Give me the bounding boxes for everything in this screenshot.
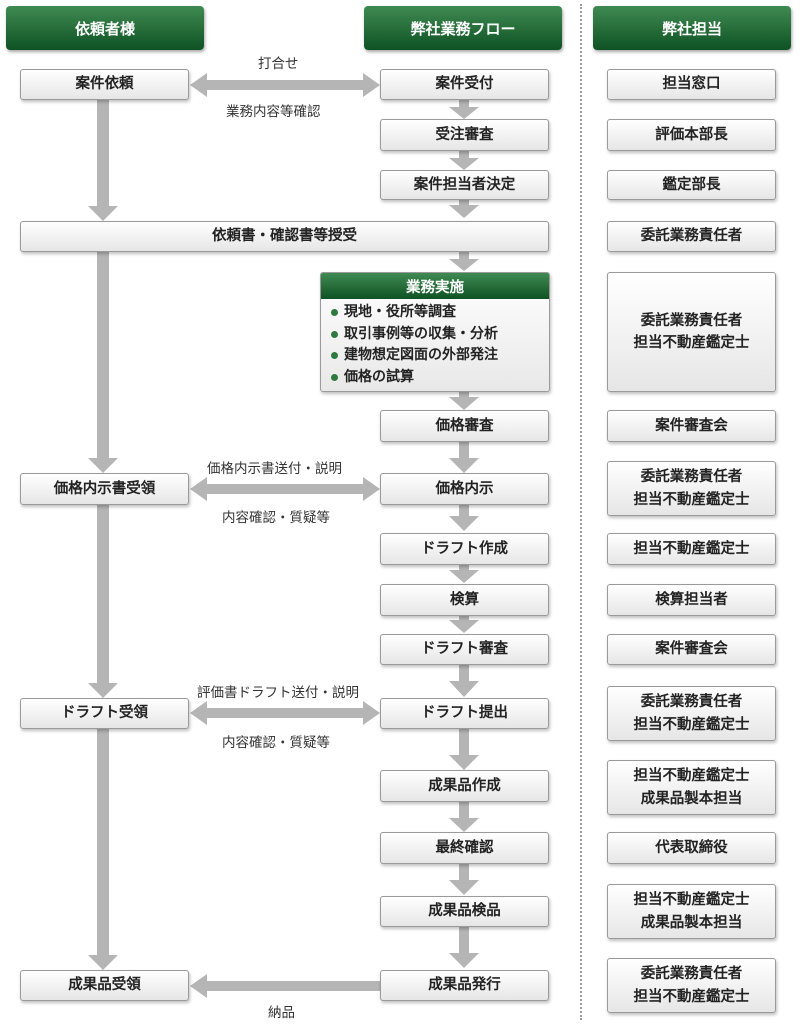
- label-meeting: 打合せ: [258, 56, 299, 72]
- label-confirm-business: 業務内容等確認: [226, 104, 321, 120]
- staff-role-line: 委託業務責任者: [640, 469, 743, 486]
- staff-role-contract-manager: 委託業務責任者: [607, 221, 776, 252]
- staff-role-price-indication: 委託業務責任者 担当不動産鑑定士: [607, 461, 776, 516]
- implementation-list: 現地・役所等調査 取引事例等の収集・分析 建物想定図面の外部発注 価格の試算: [321, 302, 549, 388]
- column-divider: [580, 4, 582, 1020]
- double-arrow-meeting: [190, 73, 380, 97]
- staff-role-line: 担当不動産鑑定士: [633, 335, 750, 351]
- double-arrow-draft: [190, 701, 380, 725]
- label-delivery: 納品: [268, 1005, 295, 1021]
- implementation-item-text: 現地・役所等調査: [344, 304, 456, 320]
- staff-role-product-issue: 委託業務責任者 担当不動産鑑定士: [607, 958, 776, 1013]
- staff-role-line: 担当不動産鑑定士: [633, 768, 750, 785]
- client-step-request: 案件依頼: [20, 69, 189, 100]
- flow-step-price-review: 価格審査: [380, 410, 549, 442]
- client-step-documents: 依頼書・確認書等授受: [20, 221, 549, 252]
- arrow-client-1: [97, 100, 109, 208]
- client-step-draft-receipt: ドラフト受領: [20, 698, 189, 729]
- implementation-item-text: 取引事例等の収集・分析: [344, 325, 498, 342]
- bullet-icon: [331, 309, 338, 317]
- header-flow: 弊社業務フロー: [364, 6, 562, 50]
- flow-step-draft-create: ドラフト作成: [380, 533, 549, 565]
- staff-role-verifier: 検算担当者: [607, 584, 776, 616]
- implementation-item-text: 価格の試算: [344, 368, 414, 385]
- client-step-product-receipt: 成果品受領: [20, 970, 189, 1001]
- staff-role-line: 担当不動産鑑定士: [633, 716, 750, 733]
- staff-role-line: 担当不動産鑑定士: [633, 988, 750, 1005]
- header-staff: 弊社担当: [593, 6, 791, 50]
- flow-step-final-check: 最終確認: [380, 832, 549, 864]
- double-arrow-price: [190, 477, 380, 501]
- arrow-client-4-head: [88, 955, 118, 970]
- staff-role-draft-review: 案件審査会: [607, 634, 776, 665]
- staff-role-contact: 担当窓口: [607, 69, 776, 100]
- staff-role-appraisal-head: 鑑定部長: [607, 170, 776, 200]
- arrow-client-1-head: [88, 206, 118, 221]
- staff-role-evaluation-head: 評価本部長: [607, 119, 776, 151]
- implementation-item: 現地・役所等調査: [331, 302, 549, 324]
- bullet-icon: [331, 330, 338, 338]
- flow-step-assign: 案件担当者決定: [380, 170, 549, 200]
- arrow-client-2-head: [88, 458, 118, 473]
- flow-step-product-issue: 成果品発行: [380, 970, 549, 1001]
- staff-role-review-board: 案件審査会: [607, 410, 776, 442]
- flow-step-draft-review: ドラフト審査: [380, 634, 549, 665]
- label-draft-send: 評価書ドラフト送付・説明: [197, 685, 359, 701]
- flow-step-product-create: 成果品作成: [380, 770, 549, 802]
- staff-role-line: 成果品製本担当: [640, 914, 743, 931]
- implementation-item: 取引事例等の収集・分析: [331, 324, 549, 346]
- staff-role-product-create: 担当不動産鑑定士 成果品製本担当: [607, 760, 776, 815]
- staff-role-line: 担当不動産鑑定士: [633, 892, 750, 909]
- staff-role-line: 担当不動産鑑定士: [633, 491, 750, 508]
- flow-step-implementation: 業務実施 現地・役所等調査 取引事例等の収集・分析 建物想定図面の外部発注 価格…: [320, 272, 550, 392]
- label-content-confirm-2: 内容確認・質疑等: [222, 735, 330, 751]
- flow-step-receipt: 案件受付: [380, 69, 549, 100]
- staff-role-draft-submit: 委託業務責任者 担当不動産鑑定士: [607, 686, 776, 741]
- arrow-delivery: [190, 974, 380, 998]
- staff-role-ceo: 代表取締役: [607, 832, 776, 864]
- staff-role-product-inspect: 担当不動産鑑定士 成果品製本担当: [607, 884, 776, 939]
- client-step-price-receipt: 価格内示書受領: [20, 473, 189, 505]
- label-content-confirm-1: 内容確認・質疑等: [222, 510, 330, 526]
- flow-step-price-indication: 価格内示: [380, 473, 549, 505]
- arrow-client-4: [97, 729, 109, 957]
- bullet-icon: [331, 352, 338, 360]
- arrow-client-3: [97, 505, 109, 685]
- flow-step-order-review: 受注審査: [380, 119, 549, 151]
- implementation-item-text: 建物想定図面の外部発注: [344, 347, 498, 363]
- label-price-send: 価格内示書送付・説明: [207, 461, 342, 477]
- implementation-item: 価格の試算: [331, 367, 549, 389]
- bullet-icon: [331, 373, 338, 381]
- header-client: 依頼者様: [6, 6, 204, 50]
- flow-step-product-inspect: 成果品検品: [380, 896, 549, 927]
- implementation-title: 業務実施: [321, 273, 549, 299]
- staff-role-draft-create: 担当不動産鑑定士: [607, 533, 776, 565]
- staff-role-line: 成果品製本担当: [640, 790, 743, 807]
- arrow-client-2: [97, 252, 109, 460]
- staff-role-line: 委託業務責任者: [640, 312, 743, 329]
- staff-role-line: 委託業務責任者: [640, 966, 743, 983]
- arrows-center: [449, 100, 479, 968]
- implementation-item: 建物想定図面の外部発注: [331, 345, 549, 367]
- staff-role-line: 委託業務責任者: [640, 694, 743, 711]
- flow-step-verification: 検算: [380, 584, 549, 616]
- arrow-client-3-head: [88, 683, 118, 698]
- flow-step-draft-submit: ドラフト提出: [380, 698, 549, 729]
- staff-role-implementation: 委託業務責任者 担当不動産鑑定士: [607, 272, 776, 392]
